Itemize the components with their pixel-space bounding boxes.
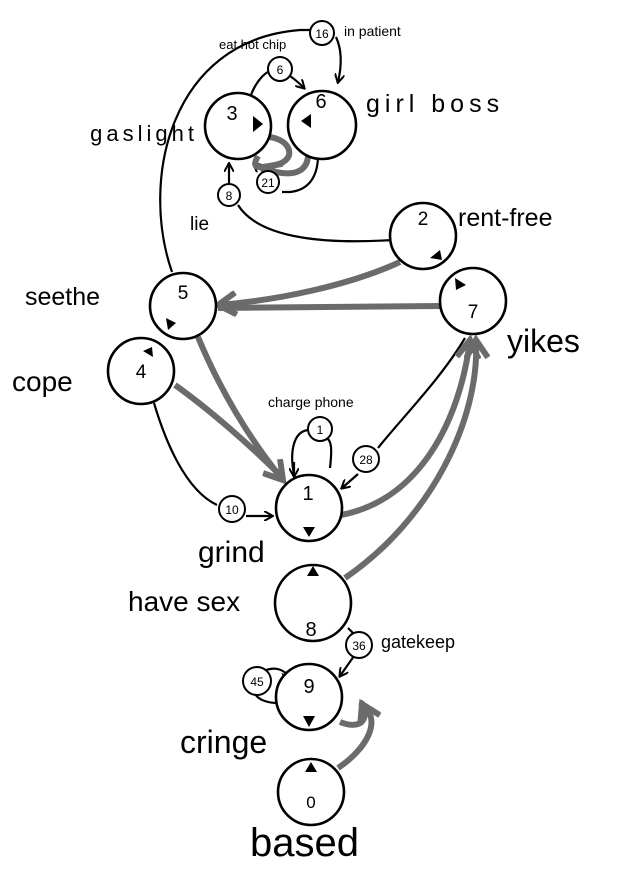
weight-lie: 8: [217, 183, 241, 207]
weight-value: 1: [317, 423, 324, 437]
marker-triangle-icon: [143, 347, 153, 357]
weight-gatekeep: 36: [345, 631, 373, 659]
edge-4-to-1: [173, 382, 286, 481]
label-charge-phone: charge phone: [268, 394, 354, 410]
node-0-based: 0: [276, 757, 346, 827]
label-grind: grind: [198, 536, 265, 569]
label-eat-hot-chip: eat hot chip: [219, 37, 286, 52]
weight-value: 45: [250, 675, 264, 689]
marker-triangle-icon: [253, 116, 263, 132]
node-8-number: 8: [305, 619, 316, 641]
label-based: based: [250, 821, 359, 865]
node-0-number: 0: [306, 793, 315, 812]
node-6-number: 6: [315, 91, 326, 113]
label-lie: lie: [190, 214, 209, 235]
weight-value: 28: [359, 453, 373, 467]
label-cringe: cringe: [180, 724, 267, 760]
edge-8-to-7: [343, 340, 476, 581]
edge-in-patient-to-6: [336, 36, 341, 82]
node-7-number: 7: [468, 302, 479, 323]
marker-triangle-icon: [430, 250, 442, 260]
marker-triangle-icon: [455, 278, 466, 290]
node-9-number: 9: [303, 676, 314, 698]
label-cope: cope: [12, 366, 73, 397]
weight-value: 10: [225, 503, 239, 517]
edge-2-to-5: [218, 259, 402, 305]
marker-triangle-icon: [166, 318, 176, 330]
node-4-cope: 4: [106, 336, 176, 406]
edge-2-to-3-lie: [237, 204, 393, 243]
edge-w28-to-1: [342, 473, 359, 488]
weight-value: 16: [315, 27, 329, 41]
weight-28: 28: [352, 445, 380, 473]
node-5-seethe: 5: [148, 271, 218, 341]
edge-7-to-1-w28: [377, 337, 466, 449]
node-1-grind: 1: [274, 473, 344, 543]
label-girl-boss: girl boss: [366, 90, 504, 118]
edge-6-to-3-w21: [282, 154, 320, 194]
node-6-girl-boss: 6: [286, 89, 358, 161]
node-4-number: 4: [136, 362, 147, 383]
node-3-number: 3: [226, 103, 237, 125]
node-8-have-sex: 8: [273, 563, 353, 643]
node-7-yikes: 7: [438, 266, 508, 336]
marker-triangle-icon: [303, 527, 315, 537]
node-2-number: 2: [418, 209, 429, 230]
weight-in-patient: 16: [309, 20, 335, 46]
node-1-number: 1: [302, 483, 313, 505]
node-5-number: 5: [178, 283, 189, 304]
marker-triangle-icon: [307, 566, 319, 576]
weight-eat-hot-chip: 6: [267, 56, 293, 82]
label-seethe: seethe: [25, 283, 100, 311]
marker-triangle-icon: [305, 762, 317, 772]
node-3-gaslight: 3: [203, 91, 273, 161]
weight-21: 21: [256, 170, 280, 194]
marker-triangle-icon: [301, 114, 311, 128]
node-2-rent-free: 2: [388, 201, 458, 271]
weight-45: 45: [242, 666, 272, 696]
weight-value: 21: [261, 176, 275, 190]
weight-10: 10: [218, 495, 246, 523]
label-yikes: yikes: [507, 323, 580, 359]
edge-9-self: [338, 704, 365, 728]
weight-value: 8: [226, 189, 233, 203]
label-gaslight: gaslight: [90, 121, 198, 146]
edge-7-to-5: [217, 303, 444, 311]
edge-4-to-1-w10: [152, 402, 218, 506]
weight-charge-phone: 1: [307, 416, 333, 442]
edge-5-to-6-in-patient: [159, 28, 320, 273]
weight-value: 6: [277, 63, 284, 77]
edge-gatekeep-to-9: [340, 655, 355, 676]
label-have-sex: have sex: [128, 586, 240, 617]
label-rent-free: rent-free: [458, 204, 552, 232]
edge-0-to-9: [336, 699, 375, 771]
marker-triangle-icon: [303, 716, 315, 727]
weight-value: 36: [352, 639, 366, 653]
edge-1-to-7: [340, 340, 470, 518]
edge-eat-hot-chip-to-6: [289, 75, 304, 88]
label-in-patient: in patient: [344, 23, 401, 39]
label-gatekeep: gatekeep: [381, 632, 455, 652]
node-9-cringe: 9: [274, 662, 344, 732]
